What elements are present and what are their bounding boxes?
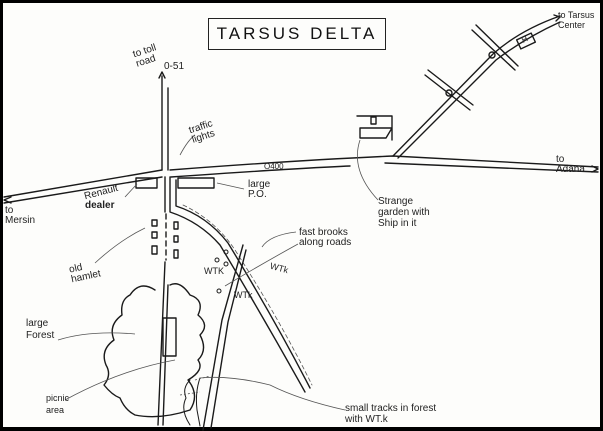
annotation-arrows: [57, 134, 379, 411]
label-fast-brooks: fast brooks along roads: [299, 227, 352, 248]
label-wtk: WTk: [234, 290, 253, 300]
road-south: [157, 176, 169, 426]
road-to-toll: [158, 71, 169, 171]
label-picnic-area: picnic area: [46, 393, 70, 415]
label-to-mersin: to Mersin: [5, 205, 36, 226]
label-large-forest: large Forest: [26, 318, 55, 341]
label-to-adana: to Adana: [556, 154, 585, 175]
label-small-tracks: small tracks in forest with WT.k: [345, 403, 437, 425]
label-road-o400: O400: [264, 162, 284, 171]
label-road-0-51: 0-51: [164, 61, 185, 72]
forest-tracks: [183, 377, 201, 427]
branch-road: [202, 244, 247, 431]
main-road-o400: [3, 155, 599, 204]
label-large-po: large P.O.: [248, 179, 271, 200]
hand-drawn-map: [3, 3, 600, 427]
road-to-tarsus-center: [392, 14, 561, 159]
curved-road: [169, 176, 313, 393]
wtk-circles: [214, 249, 229, 294]
label-to-tarsus-center: to Tarsus Center: [558, 10, 595, 30]
map-title: TARSUS DELTA: [208, 18, 386, 50]
forest-outline: [103, 283, 206, 418]
label-dealer: dealer: [85, 200, 115, 211]
label-wtk: WTK: [204, 266, 224, 276]
buildings: [135, 115, 393, 357]
label-strange-garden: Strange garden with Ship in it: [378, 196, 430, 229]
